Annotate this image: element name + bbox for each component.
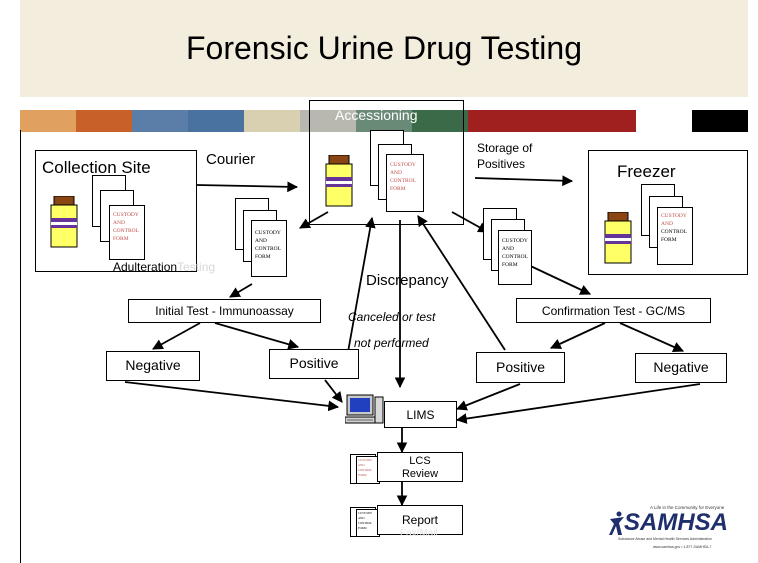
positive-right-box	[476, 352, 565, 383]
negative-right-box	[635, 353, 727, 383]
stripe-segment	[20, 110, 76, 132]
logo-figure-icon	[609, 511, 624, 535]
lcs-review-box	[377, 452, 463, 482]
logo-tagline: A Life in the Community for Everyone	[650, 505, 725, 510]
courier-label: Courier	[206, 151, 256, 168]
arrow-adulteration-to-accessioning	[347, 216, 376, 353]
lcs-form-text: CUSTODY AND CONTROL FORM	[358, 458, 373, 477]
stripe-segment	[300, 110, 356, 132]
collection-form-text: CUSTODY AND CONTROL FORM	[113, 212, 139, 242]
confirmation-test-box	[516, 298, 711, 323]
confirmation-form-text: CUSTODY AND CONTROL FORM	[502, 238, 528, 268]
stripe-segment	[412, 110, 468, 132]
lims-box	[384, 401, 457, 428]
arrow-confirmation-to-positive	[550, 322, 606, 349]
collection-site-label: Collection Site	[42, 158, 151, 177]
freezer-form-red-text: CUSTODY AND	[661, 213, 687, 227]
positive-left-box	[269, 349, 359, 379]
stripe-segment	[580, 110, 636, 132]
lims-label: LIMS	[406, 408, 435, 422]
accessioning-label: Accessioning	[335, 107, 418, 123]
lcs-review-label: LCS Review	[401, 455, 439, 480]
arrow-negative-left-to-lims	[124, 381, 340, 412]
arrow-storage-to-freezer	[474, 175, 574, 187]
stripe-segment	[244, 110, 300, 132]
report-faint-label: Fax/Mail	[400, 528, 438, 539]
stripe-segment	[468, 110, 524, 132]
accessioning-box	[309, 100, 464, 225]
arrow-accessioning-to-confirmation-docs	[451, 211, 489, 233]
freezer-form-black-text: CONTROL FORM	[661, 229, 687, 243]
stripe-segment	[132, 110, 188, 132]
adulteration-text: Adulteration	[113, 260, 178, 274]
collection-doc-front: CUSTODY AND CONTROL FORM	[109, 205, 145, 260]
logo-subtitle: Substance Abuse and Mental Health Servic…	[618, 537, 712, 541]
logo-name: SAMHSA	[624, 509, 729, 536]
arrow-initial-to-positive	[214, 322, 300, 350]
arrow-accessioning-to-adulteration	[299, 211, 329, 229]
stripe-segment	[356, 110, 412, 132]
logo-url: www.samhsa.gov • 1-877-SAMHSA-7	[653, 545, 712, 549]
negative-right-label: Negative	[653, 359, 709, 375]
courier-doc-front: CUSTODY AND CONTROL FORM	[251, 220, 287, 277]
accession-form-text: CUSTODY AND CONTROL FORM	[390, 162, 416, 192]
canceled-label-2: not performed	[354, 336, 429, 350]
arrow-positive-left-to-lims	[324, 379, 343, 403]
report-document-front: CUSTODY AND CONTROL FORM	[356, 509, 380, 537]
report-form-text: CUSTODY AND CONTROL FORM	[358, 511, 373, 530]
freezer-label: Freezer	[617, 162, 676, 181]
arrow-initial-to-negative	[152, 322, 201, 350]
confirmation-doc-front: CUSTODY AND CONTROL FORM	[498, 230, 532, 285]
report-box	[377, 505, 463, 535]
arrow-positive-right-to-lims	[455, 383, 521, 411]
samhsa-logo: A Life in the Community for Everyone SAM…	[608, 505, 728, 555]
report-label: Report	[401, 513, 439, 527]
page-title: Forensic Urine Drug Testing	[185, 30, 582, 66]
stripe-segment	[636, 110, 692, 132]
storage-label: Storage of Positives	[477, 141, 533, 171]
negative-left-label: Negative	[125, 357, 181, 373]
initial-test-box	[128, 299, 321, 323]
negative-left-box	[106, 351, 200, 381]
positive-left-label: Positive	[289, 355, 339, 371]
stripe-segment	[76, 110, 132, 132]
confirmation-test-label: Confirmation Test - GC/MS	[541, 304, 686, 318]
arrow-docs-to-confirmation	[521, 261, 591, 295]
adulteration-label: AdulterationTesting	[113, 260, 215, 274]
freezer-doc-front: CUSTODY AND CONTROL FORM	[657, 207, 693, 265]
positive-right-label: Positive	[495, 359, 546, 375]
canceled-label-1: Canceled or test	[348, 310, 436, 324]
stripe-segment	[692, 110, 748, 132]
initial-test-label: Initial Test - Immunoassay	[155, 304, 294, 318]
arrow-collection-to-accessioning	[196, 181, 299, 193]
left-border-line	[20, 130, 21, 563]
lcs-document-front: CUSTODY AND CONTROL FORM	[356, 456, 380, 484]
flow-arrows	[124, 175, 701, 507]
freezer-bottle-icon	[604, 212, 632, 264]
accession-bottle-icon	[325, 155, 353, 207]
computer-icon	[344, 393, 385, 434]
slide: Forensic Urine Drug Testing	[20, 0, 748, 563]
adulteration-faint-text: Testing	[177, 260, 216, 274]
discrepancy-label: Discrepancy	[366, 272, 449, 289]
arrow-negative-right-to-lims	[455, 383, 701, 424]
courier-form-text: CUSTODY AND CONTROL FORM	[255, 230, 281, 260]
stripe-segment	[524, 110, 580, 132]
arrow-positive-to-accessioning	[417, 215, 506, 351]
arrow-docs-to-initial-test	[229, 283, 253, 298]
stripe-segment	[188, 110, 244, 132]
color-stripe	[20, 110, 748, 132]
accession-doc-front: CUSTODY AND CONTROL FORM	[386, 154, 424, 212]
arrow-confirmation-to-negative	[619, 322, 684, 352]
collection-bottle-icon	[50, 196, 78, 248]
title-band	[20, 0, 748, 97]
